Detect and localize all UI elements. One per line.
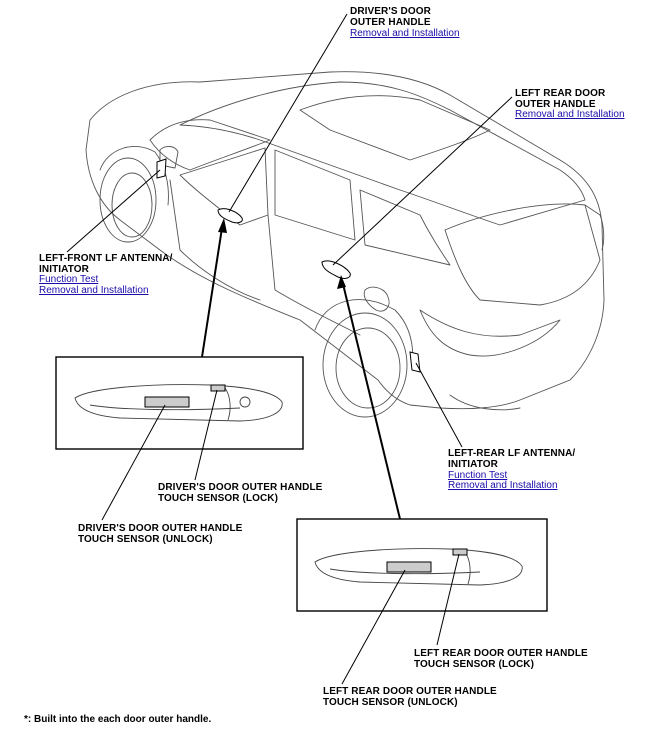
footnote: *: Built into the each door outer handle… (24, 714, 212, 725)
label-left-front-lf-antenna: LEFT-FRONT LF ANTENNA/ INITIATOR (39, 253, 172, 275)
label-line: LEFT REAR DOOR (515, 88, 606, 99)
car-fuel-door (363, 286, 390, 312)
label-line: LEFT-FRONT LF ANTENNA/ (39, 253, 173, 264)
label-line: OUTER HANDLE (515, 99, 596, 110)
leader-drivers-unlock (101, 404, 166, 521)
label-line: DRIVER'S DOOR OUTER HANDLE (158, 482, 323, 493)
car-front-window (179, 147, 269, 226)
rear-wheel-outer (322, 312, 408, 418)
label-line: TOUCH SENSOR (LOCK) (158, 493, 279, 504)
rear-wheel-arch (314, 299, 414, 371)
leader-lf-antenna-rear (415, 362, 463, 448)
left-rear-antenna-removal-link[interactable]: Removal and Installation (448, 480, 558, 491)
car-rear-window (274, 149, 356, 241)
label-line: TOUCH SENSOR (LOCK) (414, 659, 535, 670)
label-line: LEFT-REAR LF ANTENNA/ (448, 448, 576, 459)
car-sunroof (299, 95, 491, 161)
left-front-antenna-function-test-link[interactable]: Function Test (39, 274, 99, 285)
car-side-mirror (159, 146, 179, 169)
rear-unlock-sensor (386, 561, 432, 573)
label-line: DRIVER'S DOOR OUTER HANDLE (78, 523, 243, 534)
arrow-line-drivers (201, 227, 223, 358)
label-rear-touch-sensor-lock: LEFT REAR DOOR OUTER HANDLE TOUCH SENSOR… (414, 648, 588, 670)
label-left-rear-door-outer-handle: LEFT REAR DOOR OUTER HANDLE (515, 88, 605, 110)
label-line: INITIATOR (39, 264, 89, 275)
left-rear-door-handle (321, 260, 351, 279)
front-wheel-arch (99, 145, 169, 206)
leader-left-rear-door-handle (332, 96, 513, 266)
left-rear-antenna-function-test-link[interactable]: Function Test (448, 470, 508, 481)
label-line: INITIATOR (448, 459, 498, 470)
drivers-handle-detail (74, 384, 283, 422)
drivers-lock-sensor (210, 384, 226, 392)
leader-rear-lock (436, 553, 460, 646)
label-line: TOUCH SENSOR (UNLOCK) (323, 697, 458, 708)
car-rear-spoiler (584, 204, 605, 251)
rear-lock-sensor (452, 548, 468, 556)
leader-lf-antenna-front (66, 169, 161, 253)
label-line: LEFT REAR DOOR OUTER HANDLE (414, 648, 588, 659)
label-line: LEFT REAR DOOR OUTER HANDLE (323, 686, 497, 697)
leader-rear-unlock (341, 569, 406, 685)
leader-drivers-lock (194, 389, 218, 481)
left-front-antenna-removal-link[interactable]: Removal and Installation (39, 285, 149, 296)
label-line: DRIVER'S DOOR (350, 6, 431, 17)
label-drivers-touch-sensor-lock: DRIVER'S DOOR OUTER HANDLE TOUCH SENSOR … (158, 482, 322, 504)
label-line: OUTER HANDLE (350, 17, 431, 28)
arrow-line-rear (342, 283, 401, 520)
label-drivers-touch-sensor-unlock: DRIVER'S DOOR OUTER HANDLE TOUCH SENSOR … (78, 523, 242, 545)
rear-handle-detail (314, 548, 523, 586)
car-rear-bumper (449, 394, 521, 411)
car-body-outline (85, 71, 605, 410)
car-taillight (419, 309, 561, 357)
left-rear-lf-antenna (409, 351, 421, 373)
car-door-line-front (169, 179, 261, 301)
rear-wheel-inner (335, 327, 401, 409)
car-door-line-rear (267, 214, 361, 336)
front-wheel-inner (111, 172, 153, 238)
label-drivers-door-outer-handle: DRIVER'S DOOR OUTER HANDLE (350, 6, 431, 28)
label-line: TOUCH SENSOR (UNLOCK) (78, 534, 213, 545)
label-rear-touch-sensor-unlock: LEFT REAR DOOR OUTER HANDLE TOUCH SENSOR… (323, 686, 497, 708)
drivers-door-handle-removal-link[interactable]: Removal and Installation (350, 28, 460, 39)
car-quarter-window (359, 189, 451, 266)
leader-drivers-door-handle (228, 13, 348, 213)
drivers-door-handle (217, 208, 243, 224)
car-windshield (149, 119, 271, 171)
label-left-rear-lf-antenna: LEFT-REAR LF ANTENNA/ INITIATOR (448, 448, 575, 470)
drivers-unlock-sensor (144, 396, 190, 408)
front-wheel-outer (99, 157, 157, 243)
left-front-lf-antenna (156, 158, 167, 179)
arrow-head-drivers (218, 218, 227, 233)
car-rear-hatch (444, 203, 601, 306)
left-rear-door-handle-removal-link[interactable]: Removal and Installation (515, 109, 625, 120)
arrow-head-rear (337, 275, 346, 289)
